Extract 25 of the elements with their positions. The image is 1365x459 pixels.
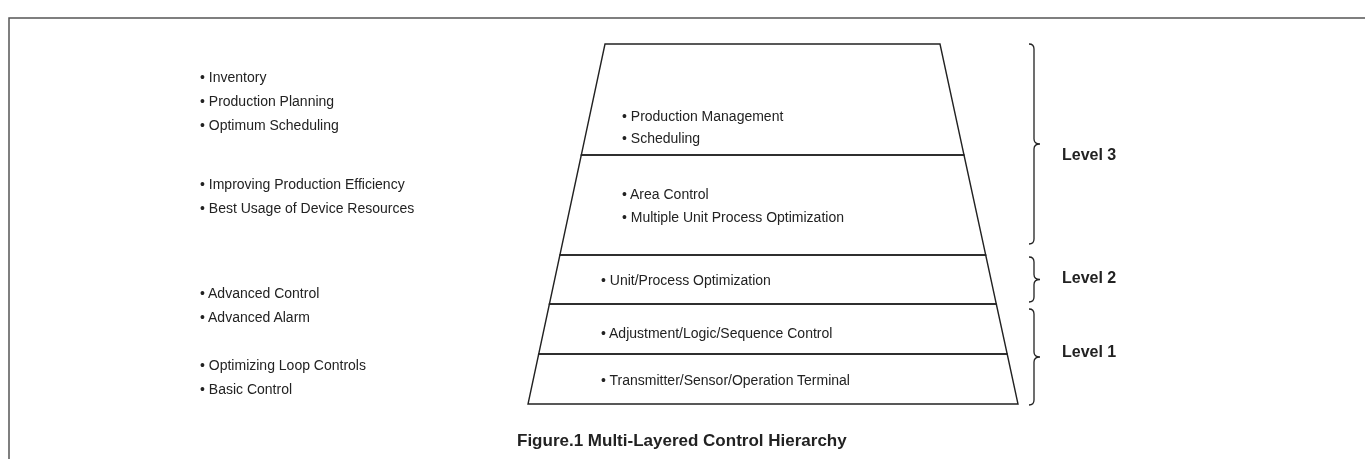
figure-caption: Figure.1 Multi-Layered Control Hierarchy: [517, 431, 847, 451]
bullet-text: • Advanced Alarm: [200, 309, 310, 326]
bullet-text: • Inventory: [200, 69, 267, 86]
band-text: • Area Control: [622, 186, 709, 203]
bullet-text: • Advanced Control: [200, 285, 320, 302]
bullet-text: • Production Planning: [200, 93, 335, 110]
band-text: • Multiple Unit Process Optimization: [622, 209, 844, 226]
level-label: Level 2: [1062, 268, 1117, 287]
band-text: • Adjustment/Logic/Sequence Control: [601, 325, 833, 342]
bullet-text: • Improving Production Efficiency: [200, 176, 405, 193]
pyramid-band: [580, 43, 966, 156]
band-text: • Transmitter/Sensor/Operation Terminal: [601, 372, 850, 389]
pyramid-band: [527, 353, 1019, 405]
bullet-text: • Optimum Scheduling: [200, 117, 339, 134]
level-label: Level 3: [1062, 145, 1117, 164]
level-label: Level 1: [1062, 342, 1117, 361]
pyramid-band: [548, 254, 998, 305]
band-text: • Scheduling: [622, 130, 701, 147]
band-text: • Production Management: [622, 108, 784, 125]
pyramid-band: [558, 154, 987, 256]
band-text: • Unit/Process Optimization: [601, 272, 771, 289]
bullet-text: • Best Usage of Device Resources: [200, 200, 415, 217]
bullet-text: • Basic Control: [200, 381, 293, 398]
bullet-text: • Optimizing Loop Controls: [200, 357, 366, 374]
pyramid-band: [537, 303, 1009, 355]
